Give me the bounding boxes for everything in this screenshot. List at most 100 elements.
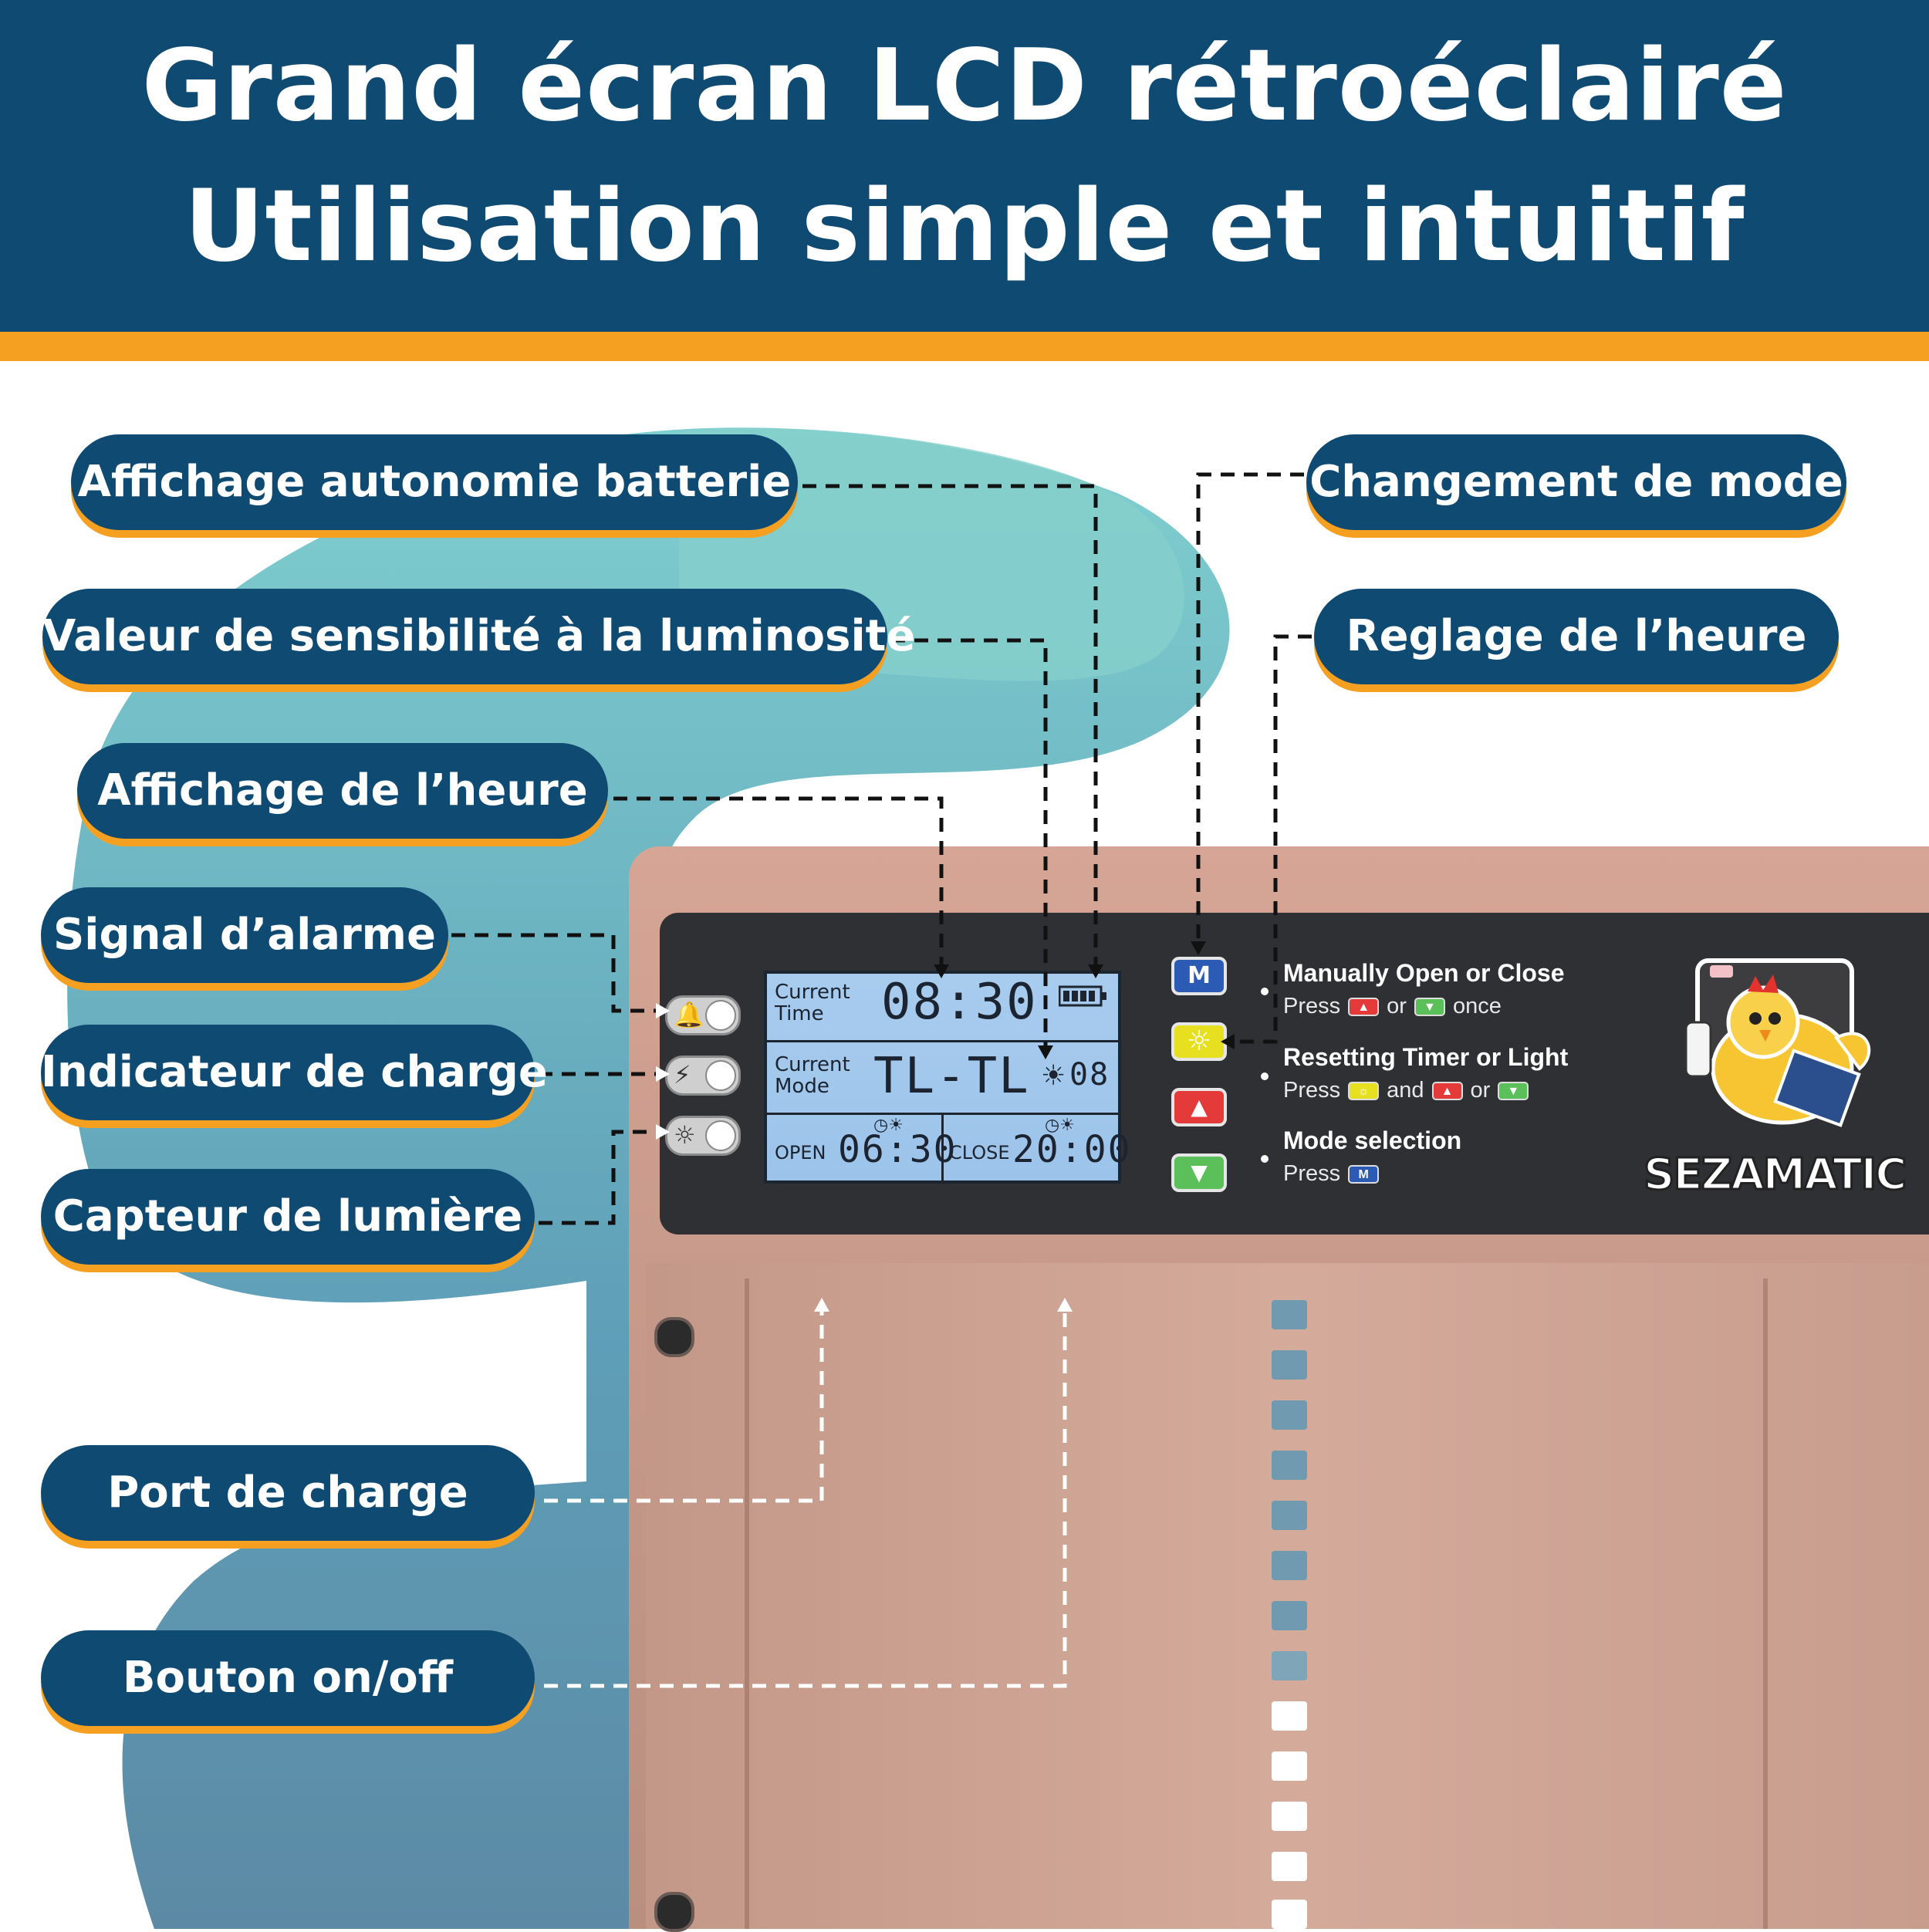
bell-icon: 🔔	[674, 1000, 704, 1029]
current-time-label: Time	[775, 1002, 824, 1025]
current-mode-label: Current	[775, 1053, 850, 1076]
instruction-title: Resetting Timer or Light	[1283, 1043, 1569, 1071]
label-time-display: Affichage de l’heure	[77, 743, 608, 839]
vent-slot	[1272, 1350, 1307, 1380]
arrow-head	[656, 1124, 670, 1140]
instruction-title: Mode selection	[1283, 1126, 1462, 1154]
screw-icon	[654, 1317, 694, 1357]
open-time-value: 06:30	[838, 1128, 958, 1171]
arrow-head	[656, 1066, 670, 1082]
bullet-dot	[1261, 1072, 1269, 1080]
current-time-value: 08:30	[881, 974, 1038, 1031]
set-button[interactable]: ☼	[1171, 1022, 1227, 1061]
leader-line-light-sensor	[539, 1130, 656, 1225]
vent-slot	[1272, 1551, 1307, 1580]
leader-line-battery	[802, 484, 1098, 964]
mini-up-key: ▲	[1431, 1082, 1463, 1101]
instruction-press: Press	[1283, 994, 1341, 1018]
down-button[interactable]: ▼	[1171, 1153, 1227, 1192]
mini-down-key: ▼	[1414, 998, 1445, 1017]
leader-line-alarm	[451, 933, 656, 1013]
vent-slot	[1272, 1751, 1307, 1781]
door-rail	[745, 1278, 749, 1929]
label-time-setting: Reglage de l’heure	[1314, 589, 1839, 684]
toggle-knob	[705, 1060, 736, 1091]
current-mode-label: Mode	[775, 1075, 829, 1098]
bullet-dot	[1261, 988, 1269, 995]
open-label: OPEN	[775, 1142, 826, 1164]
vent-slot	[1272, 1802, 1307, 1831]
toggle-knob	[705, 1120, 736, 1151]
brand-logo-text: SEZAMATIC	[1642, 1149, 1907, 1201]
current-time-label: Current	[775, 981, 850, 1004]
label-mode-change: Changement de mode	[1306, 434, 1846, 530]
triangle-down-icon: ▼	[1191, 1160, 1208, 1185]
vent-slot	[1272, 1701, 1307, 1731]
arrow-head	[1088, 964, 1103, 978]
leader-line-time-display	[613, 796, 944, 964]
screw-icon	[654, 1892, 694, 1932]
clock-sun-icon: ◷☀	[873, 1116, 904, 1135]
instruction-end: once	[1452, 994, 1502, 1018]
toggle-knob	[705, 1000, 736, 1031]
chicken-mascot-logo	[1684, 958, 1871, 1127]
light-sensor-toggle: ☼	[665, 1116, 741, 1156]
instruction-end: or	[1470, 1078, 1491, 1103]
clock-sun-icon: ◷☀	[1045, 1116, 1075, 1135]
instruction-text: Press☼and▲or▼	[1283, 1078, 1536, 1103]
gear-icon: ☼	[1186, 1025, 1212, 1057]
arrow-head	[814, 1298, 829, 1312]
arrow-head	[1191, 941, 1206, 955]
label-light-sensitivity: Valeur de sensibilité à la luminosité	[42, 589, 915, 684]
lcd-divider	[941, 1114, 944, 1180]
label-charge-indicator: Indicateur de charge	[41, 1025, 548, 1120]
mode-button[interactable]: M	[1171, 957, 1227, 995]
close-time-value: 20:00	[1012, 1128, 1132, 1171]
mini-mode-key: M	[1348, 1165, 1380, 1184]
instruction-press: Press	[1283, 1161, 1341, 1186]
vent-slot	[1272, 1300, 1307, 1329]
vent-slot	[1272, 1852, 1307, 1881]
lcd-screen: Current Time 08:30 Current Mode TL-TL ☀ …	[764, 971, 1130, 1184]
sun-icon: ☼	[674, 1120, 696, 1150]
label-power-button: Bouton on/off	[41, 1630, 535, 1726]
close-label: CLOSE	[949, 1142, 1010, 1164]
label-charge-port: Port de charge	[41, 1445, 535, 1541]
vent-slot	[1272, 1900, 1307, 1929]
vent-slot	[1272, 1501, 1307, 1530]
current-mode-value: TL-TL	[873, 1048, 1030, 1105]
sun-icon: ☀	[1041, 1060, 1066, 1092]
arrow-head	[1221, 1034, 1235, 1049]
arrow-head	[1038, 1045, 1053, 1059]
instruction-title: Manually Open or Close	[1283, 959, 1565, 987]
lcd-divider	[767, 1113, 1118, 1115]
battery-full-icon	[1059, 985, 1106, 1007]
leader-line-mode-change	[1196, 472, 1304, 941]
leader-line-time-setting	[1235, 634, 1312, 1044]
triangle-up-icon: ▲	[1191, 1094, 1208, 1120]
header-title-line-2: Utilisation simple et intuitif	[184, 169, 1745, 284]
light-sensitivity-value: 08	[1069, 1057, 1110, 1093]
door-rail	[1763, 1278, 1768, 1929]
label-light-sensor: Capteur de lumière	[41, 1169, 535, 1265]
mini-up-key: ▲	[1348, 998, 1380, 1017]
vent-slot	[1272, 1451, 1307, 1480]
arrow-head	[1057, 1298, 1073, 1312]
leader-line-charge-port	[544, 1312, 824, 1503]
leader-line-sensitivity	[891, 638, 1048, 1045]
vent-slot	[1272, 1400, 1307, 1430]
instruction-text: Press M	[1283, 1161, 1387, 1187]
battery-charge-icon: ⚡	[674, 1060, 691, 1089]
mini-set-key: ☼	[1348, 1082, 1380, 1101]
vent-slot	[1272, 1651, 1307, 1680]
up-button[interactable]: ▲	[1171, 1088, 1227, 1126]
label-battery-autonomy: Affichage autonomie batterie	[71, 434, 798, 530]
bullet-dot	[1261, 1155, 1269, 1163]
lcd-divider	[767, 1040, 1118, 1042]
vent-slot	[1272, 1601, 1307, 1630]
alarm-signal-toggle[interactable]: 🔔	[665, 995, 741, 1035]
instruction-mid: and	[1387, 1078, 1424, 1103]
instruction-text: Press▲or▼once	[1283, 994, 1502, 1019]
arrow-head	[656, 1003, 670, 1018]
